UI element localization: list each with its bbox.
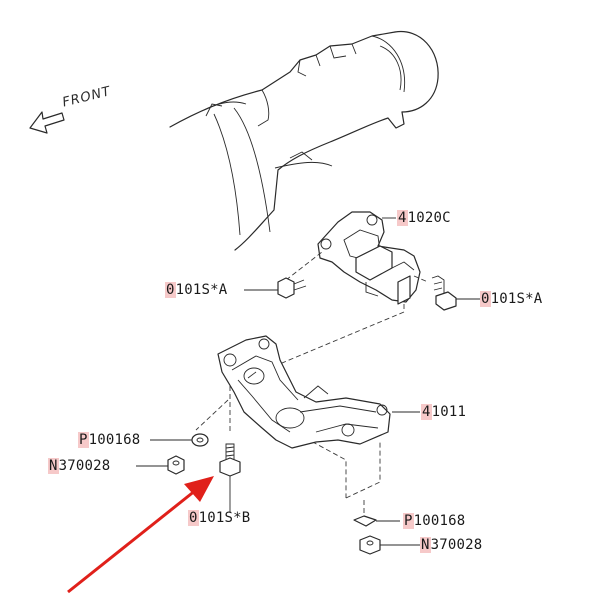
callout-0101S-A-left: 0101S*A (165, 282, 228, 298)
exploded-line (195, 399, 229, 431)
callout-0101S-B: 0101S*B (188, 510, 251, 526)
bolt-left (277, 277, 307, 299)
bolt-right (431, 275, 457, 311)
nut-right (359, 535, 381, 555)
exploded-line (413, 275, 429, 283)
callout-P100168-right: P100168 (403, 513, 466, 529)
callout-0101S-A-right: 0101S*A (480, 291, 543, 307)
washer-left (191, 433, 209, 447)
callout-41020C: 41020C (397, 210, 451, 226)
callout-41011: 41011 (421, 404, 467, 420)
washer-right (353, 515, 377, 527)
red-pointer-arrow-icon (67, 476, 214, 594)
crossmember (217, 335, 391, 449)
transmission-housing (169, 30, 439, 251)
exploded-line (345, 440, 381, 499)
callout-P100168-left: P100168 (78, 432, 141, 448)
transmission-mount (317, 211, 421, 305)
bolt-bottom (219, 443, 241, 477)
exploded-line (269, 304, 405, 369)
callout-N370028-right: N370028 (420, 537, 483, 553)
nut-left (167, 455, 185, 475)
callout-N370028-left: N370028 (48, 458, 111, 474)
exploded-line (285, 251, 323, 281)
front-arrow-icon (29, 111, 65, 134)
